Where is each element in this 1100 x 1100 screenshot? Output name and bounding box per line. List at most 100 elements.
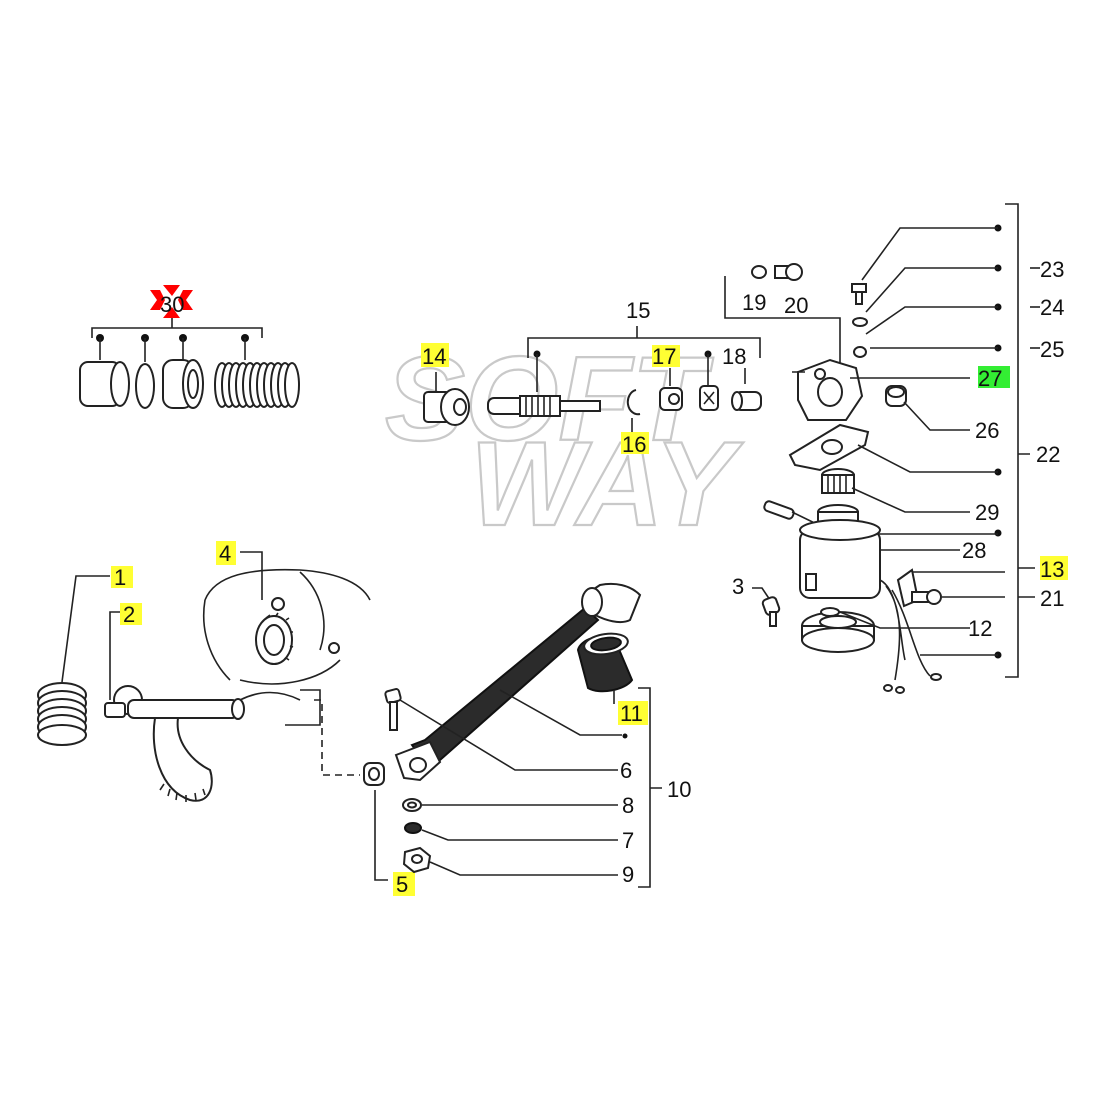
washer-24-drawing — [852, 317, 868, 327]
ring-gear-drawing — [255, 612, 294, 665]
label-8: 8 — [622, 793, 634, 818]
watermark-line2: WAY — [470, 417, 744, 551]
dashed-leader-5 — [314, 699, 360, 776]
highlight-27 — [978, 366, 1010, 388]
label-25: 25 — [1040, 337, 1064, 362]
part-24-group[interactable]: 24 — [852, 295, 1064, 335]
part-13-group[interactable]: 13 — [896, 556, 1068, 608]
nut-25-drawing — [853, 346, 867, 358]
gasket-drawing[interactable] — [788, 423, 998, 473]
bracket-10 — [638, 687, 662, 888]
part-11-group[interactable]: 11 — [576, 631, 648, 726]
label-4: 4 — [219, 541, 231, 566]
part-20-group[interactable]: 20 — [774, 263, 808, 318]
part-15-group[interactable]: 15 — [487, 298, 761, 417]
screw-20-drawing — [774, 263, 803, 281]
part-17-group[interactable]: 17 — [652, 344, 719, 411]
leader-19-20 — [724, 276, 841, 372]
highlight-17 — [652, 345, 680, 367]
bracket-22 — [1005, 203, 1030, 678]
part-26-group[interactable]: 26 — [885, 385, 999, 443]
nut-17-drawing — [659, 387, 683, 411]
starter-cover-27-drawing — [797, 358, 864, 421]
part-5-group[interactable]: 5 — [314, 699, 415, 897]
part-7-group[interactable]: 7 — [404, 822, 634, 853]
label-11: 11 — [620, 701, 643, 726]
label-12: 12 — [968, 616, 992, 641]
part-1-group[interactable]: 1 — [37, 565, 133, 746]
label-5: 5 — [396, 872, 408, 897]
marker-arrow-right — [178, 290, 193, 310]
part-29-group[interactable]: 29 — [821, 468, 999, 525]
label-27: 27 — [978, 366, 1002, 391]
bolt-3-drawing — [761, 596, 781, 627]
part-4-group[interactable]: 4 — [216, 541, 263, 600]
marker-arrow-left — [150, 290, 165, 310]
label-29: 29 — [975, 500, 999, 525]
part-9-group[interactable]: 9 — [402, 846, 634, 887]
label-9: 9 — [622, 862, 634, 887]
pin-28-drawing — [763, 500, 795, 520]
highlight-4 — [216, 541, 236, 565]
part-16-group[interactable]: 16 — [621, 389, 649, 457]
label-17: 17 — [652, 344, 676, 369]
nut-17b-drawing — [699, 385, 719, 411]
label-26: 26 — [975, 418, 999, 443]
marker-arrow-top — [163, 285, 180, 296]
part-18-group[interactable]: 18 — [722, 344, 762, 411]
label-7: 7 — [622, 828, 634, 853]
circlip-drawing — [135, 363, 155, 409]
kickstart-shaft-2-drawing — [104, 685, 245, 802]
label-6: 6 — [620, 758, 632, 783]
highlight-13 — [1040, 556, 1068, 580]
engine-case-drawing — [202, 568, 371, 726]
flange-12-drawing — [801, 607, 875, 653]
pinion-29-drawing — [821, 468, 855, 494]
label-22: 22 — [1036, 442, 1060, 467]
highlight-2 — [120, 603, 142, 625]
highlight-14 — [421, 343, 449, 367]
spring-drawing — [214, 362, 300, 408]
label-28: 28 — [962, 538, 986, 563]
bearing-drawing — [162, 359, 204, 409]
part-19-group[interactable]: 19 — [742, 265, 767, 315]
nut-9-drawing — [402, 846, 432, 874]
highlight-1 — [111, 566, 133, 588]
washer-19-drawing — [751, 265, 767, 279]
clip-16-drawing — [626, 389, 641, 416]
part-23-group[interactable]: 23 — [851, 227, 1064, 313]
bolt-6-drawing — [384, 688, 402, 731]
part-30-group[interactable]: 30 — [79, 285, 300, 409]
kick-lever-drawing[interactable] — [394, 582, 642, 782]
part-3-group[interactable]: 3 — [732, 574, 781, 627]
part-8-group[interactable]: 8 — [402, 793, 634, 818]
label-10: 10 — [667, 777, 691, 802]
part-27-group[interactable]: 27 — [792, 358, 1010, 421]
drive-pinion-drawing — [423, 388, 470, 426]
label-14: 14 — [422, 344, 446, 369]
nut-5-drawing — [363, 762, 385, 786]
label-30: 30 — [160, 292, 184, 317]
part-10-group[interactable]: 10 — [638, 687, 691, 888]
starter-motor-drawing[interactable] — [799, 504, 998, 694]
label-19: 19 — [742, 290, 766, 315]
screw-21-drawing — [911, 589, 942, 605]
bushing-26-drawing — [885, 385, 907, 407]
part-2-group[interactable]: 2 — [104, 602, 245, 802]
label-21: 21 — [1040, 586, 1064, 611]
leader-30 — [91, 318, 263, 338]
label-15: 15 — [626, 298, 650, 323]
part-25-group[interactable]: 25 — [853, 337, 1064, 362]
bushing-18-drawing — [731, 391, 762, 411]
rubber-grip-11-drawing — [576, 632, 634, 693]
lockwasher-7-drawing — [404, 822, 422, 834]
part-6-group[interactable]: 6 — [384, 688, 633, 783]
label-1: 1 — [114, 565, 126, 590]
part-22-group[interactable]: 22 — [994, 203, 1061, 678]
label-24: 24 — [1040, 295, 1064, 320]
label-16: 16 — [622, 432, 646, 457]
part-21-group[interactable]: 21 — [911, 586, 1064, 611]
part-14-group[interactable]: 14 — [421, 343, 470, 426]
part-12-group[interactable]: 12 — [801, 607, 992, 653]
